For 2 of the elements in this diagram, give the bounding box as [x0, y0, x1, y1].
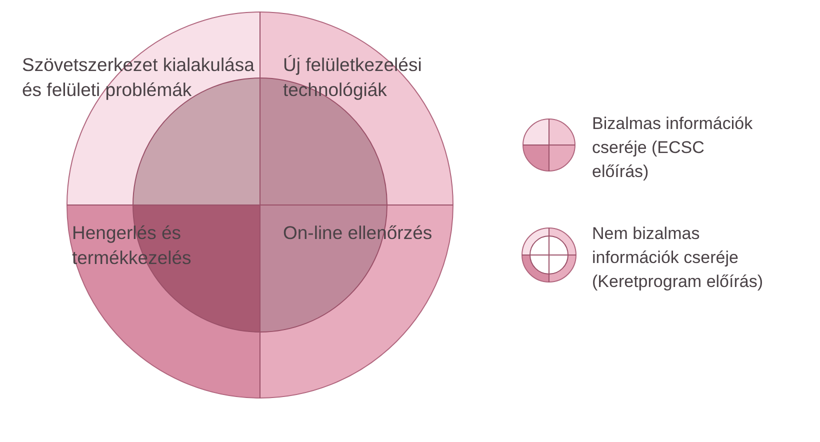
legend-text: Bizalmas információk cseréje (ECSC előírás) [592, 113, 754, 183]
legend-text: Nem bizalmas információk cseréje (Keretprogram előírás) [592, 223, 764, 293]
